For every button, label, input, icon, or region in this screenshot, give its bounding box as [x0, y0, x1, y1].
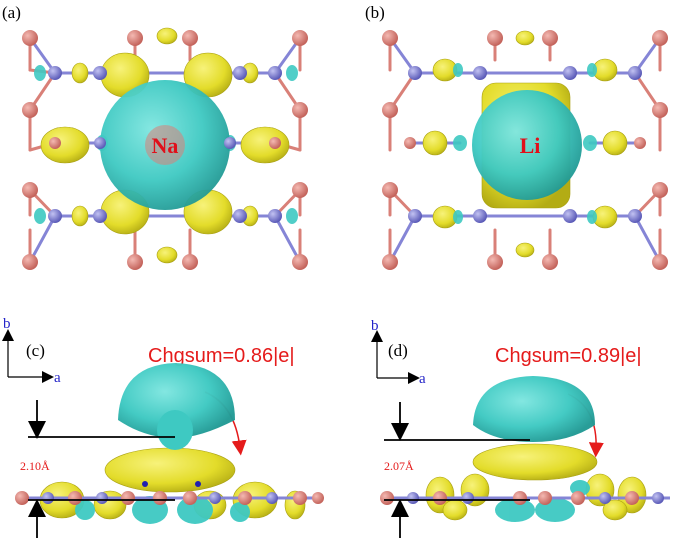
nitrogen-atoms-b	[408, 66, 642, 223]
panel-a-label: (a)	[2, 3, 21, 22]
boron-atoms-b	[382, 30, 668, 270]
chgsum-label-c: Chgsum=0.86|e|	[148, 345, 295, 367]
height-label-d: 2.07Å	[384, 459, 414, 473]
height-label-c: 2.10Å	[20, 459, 50, 473]
layer-atoms-d	[380, 491, 664, 505]
li-charge-isosurface	[472, 90, 582, 200]
panel-a: (a)	[2, 3, 308, 270]
na-ion-label: Na	[152, 133, 179, 158]
na-isosurface-side-c	[118, 363, 235, 438]
panel-c-label: (c)	[26, 341, 45, 360]
height-indicator-d	[384, 402, 530, 538]
axis-a-label-d: a	[419, 371, 426, 387]
panel-d-label: (d)	[388, 341, 408, 360]
panel-b-label: (b)	[365, 3, 385, 22]
axis-a-label-c: a	[54, 370, 61, 386]
panel-b: (b)	[365, 3, 668, 270]
li-ion-label: Li	[520, 133, 541, 158]
cyan-small-lobes-b	[453, 63, 597, 224]
nitrogen-atoms-a	[48, 66, 282, 223]
panel-c: b a (c) Chgsum=0.86|e|	[2, 316, 324, 538]
height-indicator-c	[28, 400, 175, 538]
panel-d: b a (d) Chgsum=0.89|e|	[371, 318, 670, 538]
na-core-side-c	[157, 410, 193, 450]
axes-indicator-d: b a	[371, 318, 426, 387]
axis-b-label-d: b	[371, 318, 379, 334]
axis-b-label-c: b	[3, 316, 11, 332]
chgsum-label-d: Chgsum=0.89|e|	[495, 345, 642, 367]
li-isosurface-side-d	[473, 376, 595, 442]
na-atom	[145, 125, 185, 165]
boron-atoms-a	[22, 30, 308, 270]
axes-indicator-c: b a	[2, 316, 61, 386]
